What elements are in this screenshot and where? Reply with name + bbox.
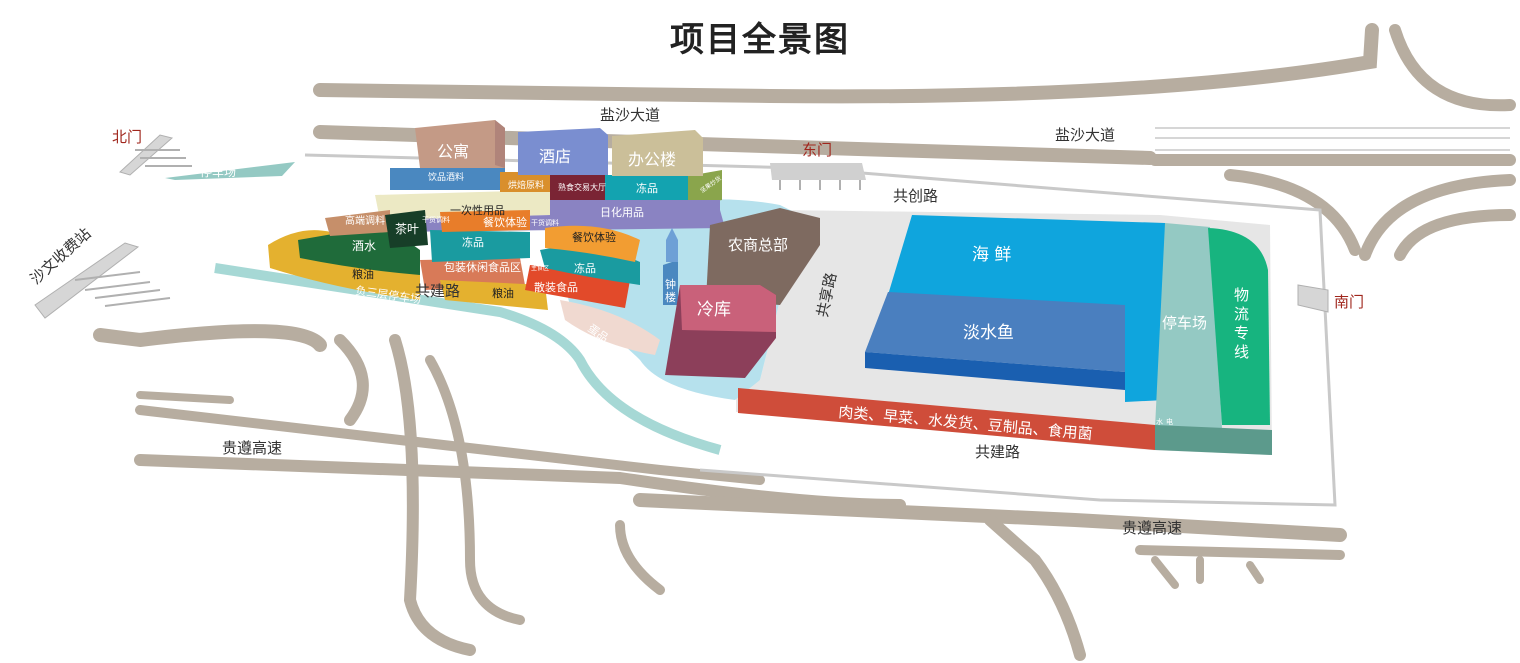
ramp-mid-right bbox=[1224, 169, 1361, 256]
north-parking-label: 停车场 bbox=[200, 164, 236, 179]
east-parking-label: 停车场 bbox=[1162, 314, 1207, 332]
guizun-expressway-upper bbox=[135, 405, 765, 485]
hotel-building[interactable] bbox=[518, 128, 608, 175]
ramp-lower-right-2 bbox=[1394, 209, 1516, 261]
road-label-gongchuang: 共创路 bbox=[893, 187, 938, 205]
office-label: 办公楼 bbox=[628, 150, 676, 169]
clock-tower-label-1: 钟楼 bbox=[665, 277, 676, 304]
ramp-upper-right bbox=[1389, 24, 1516, 112]
side-road-lower bbox=[136, 391, 234, 404]
loop-road-3 bbox=[425, 355, 525, 625]
north-gate-structure bbox=[119, 134, 192, 176]
zone-bulk: 散装食品 bbox=[534, 280, 578, 294]
zone-seasoning: 高端调料 bbox=[345, 214, 385, 227]
teal-curve bbox=[214, 263, 722, 455]
north-parking-lot[interactable] bbox=[165, 162, 295, 180]
perimeter-lines bbox=[304, 127, 1510, 507]
freshwater-fish-zone-side bbox=[865, 352, 1125, 390]
loop-road-1 bbox=[334, 334, 369, 426]
south-gate-structure bbox=[1297, 284, 1329, 313]
ramp-lower-right bbox=[1359, 174, 1516, 261]
office-building[interactable] bbox=[612, 130, 703, 176]
road-label-gongjian-2: 共建路 bbox=[975, 443, 1020, 461]
page-title: 项目全景图 bbox=[670, 20, 850, 60]
clock-tower[interactable] bbox=[663, 228, 678, 305]
road-network bbox=[93, 23, 1516, 661]
water-tag: 水 bbox=[1156, 417, 1163, 426]
zone-cooked: 熟食交易大厅 bbox=[558, 182, 606, 192]
road-label-gongjian-1: 共建路 bbox=[415, 282, 460, 300]
freshwater-label: 淡水鱼 bbox=[963, 323, 1014, 343]
meat-veg-strip[interactable] bbox=[738, 388, 1155, 450]
north-gate-label: 北门 bbox=[112, 128, 142, 146]
road-label-guizun-2: 贵遵高速 bbox=[1122, 519, 1182, 537]
cold-storage-label: 冷库 bbox=[697, 300, 731, 320]
shawen-toll-station-structure bbox=[34, 242, 171, 319]
agri-hq-building[interactable] bbox=[706, 208, 820, 305]
apartment-label: 公寓 bbox=[437, 142, 469, 161]
loop-road-4 bbox=[615, 520, 665, 595]
bottom-road-right bbox=[1135, 545, 1345, 560]
zone-frozen-3: 冻品 bbox=[574, 261, 596, 275]
zone-staple: 主食区 bbox=[531, 264, 549, 272]
logistics-label: 物流专线 bbox=[1234, 286, 1249, 361]
zone-dining-2: 餐饮体验 bbox=[572, 230, 616, 244]
east-gate-label: 东门 bbox=[802, 141, 832, 159]
top-building-cluster bbox=[375, 168, 725, 232]
bottom-road-right-2 bbox=[1151, 556, 1264, 589]
freshwater-fish-zone[interactable] bbox=[865, 292, 1125, 372]
zone-grain-1: 粮油 bbox=[352, 267, 374, 281]
zone-frozen-1: 冻品 bbox=[636, 181, 658, 195]
zone-frozen-2: 冻品 bbox=[462, 235, 484, 249]
yansha-avenue-mid bbox=[313, 125, 1157, 165]
agri-hq-label: 农商总部 bbox=[728, 236, 788, 254]
guizun-expressway-main bbox=[134, 454, 906, 511]
zone-packaged: 包装休闲食品区 bbox=[444, 260, 521, 274]
zone-beverage: 饮品酒料 bbox=[428, 171, 464, 183]
logistics-zone[interactable] bbox=[1208, 228, 1270, 425]
left-zone-cluster bbox=[268, 210, 660, 355]
east-gate-structure bbox=[770, 163, 866, 190]
zone-disposables: 一次性用品 bbox=[450, 203, 505, 217]
guizun-expressway-lower bbox=[633, 493, 1347, 542]
right-base-side bbox=[1155, 425, 1272, 455]
zone-grain-2: 粮油 bbox=[492, 286, 514, 300]
zone-dining-1: 餐饮体验 bbox=[483, 215, 527, 229]
cold-storage-building[interactable] bbox=[665, 285, 776, 378]
road-label-yansha-1: 盐沙大道 bbox=[600, 106, 660, 124]
zone-dry-2: 干货调料 bbox=[531, 218, 559, 227]
hotel-label: 酒店 bbox=[539, 147, 571, 166]
seafood-zone[interactable] bbox=[888, 215, 1165, 402]
yansha-avenue-top bbox=[313, 23, 1379, 104]
side-road-left bbox=[93, 324, 327, 352]
electric-tag: 电 bbox=[1166, 417, 1173, 426]
road-label-yansha-2: 盐沙大道 bbox=[1055, 126, 1115, 144]
zone-baking: 烘焙原料 bbox=[508, 179, 544, 191]
seafood-label: 海 鲜 bbox=[972, 245, 1011, 265]
zone-daily: 日化用品 bbox=[600, 205, 644, 219]
curve-road-bottom bbox=[984, 514, 1086, 661]
zone-dry-1: 干货调料 bbox=[422, 215, 450, 224]
east-parking-zone[interactable] bbox=[1155, 223, 1222, 428]
apartment-building[interactable] bbox=[415, 120, 505, 168]
zone-liquor: 酒水 bbox=[352, 239, 376, 253]
loop-road-2 bbox=[389, 334, 476, 656]
zone-tea: 茶叶 bbox=[395, 221, 419, 236]
road-label-guizun-1: 贵遵高速 bbox=[222, 439, 282, 457]
south-gate-label: 南门 bbox=[1334, 293, 1364, 311]
